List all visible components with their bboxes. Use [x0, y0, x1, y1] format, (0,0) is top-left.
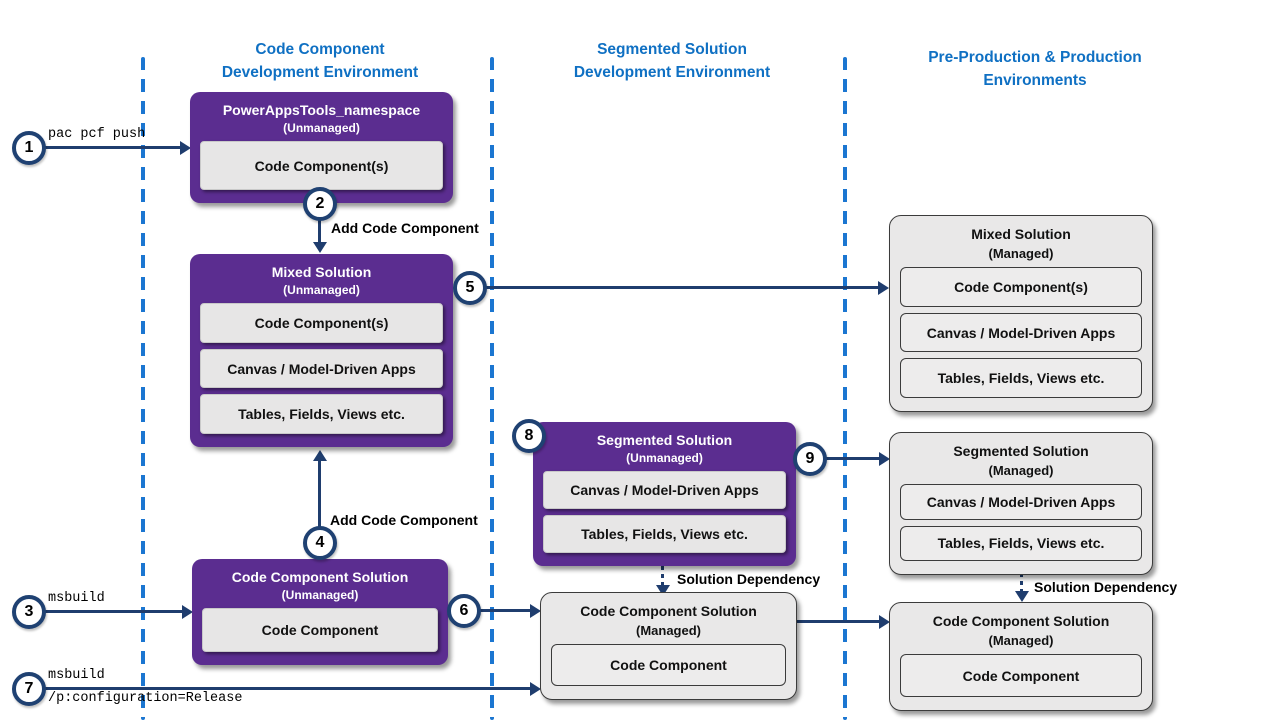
column-separator-line: [843, 57, 847, 720]
column-separator-line: [490, 57, 494, 720]
msbuild-label: msbuild: [48, 591, 105, 606]
box-title: Code Component Solution: [932, 613, 1110, 629]
step-5-badge: 5: [453, 271, 487, 305]
code-component-solution-unmanaged-box: Code Component Solution (Unmanaged) Code…: [192, 559, 448, 665]
box-item-code-component: Code Component: [551, 644, 786, 686]
box-subtitle: (Managed): [988, 463, 1054, 478]
solution-dependency-label-right: Solution Dependency: [1034, 579, 1178, 595]
arrow-msbuild: [44, 604, 193, 619]
pac-pcf-push-label: pac pcf push: [48, 127, 146, 142]
box-item-code-component: Code Component: [900, 654, 1142, 697]
msbuild-release-label-line1: msbuild: [48, 668, 105, 683]
column-separator-line: [141, 57, 145, 720]
box-subtitle: (Managed): [988, 633, 1054, 648]
box-item-code-component: Code Component: [202, 608, 438, 652]
arrow-add-code-component-up: [312, 450, 327, 559]
arrow-deploy-cc-solution: [797, 614, 890, 629]
header-line: Environments: [983, 72, 1087, 89]
powerapps-tools-namespace-box: PowerAppsTools_namespace (Unmanaged) Cod…: [190, 92, 453, 203]
header-line: Segmented Solution: [597, 41, 747, 58]
code-component-solution-managed-mid-box: Code Component Solution (Managed) Code C…: [540, 592, 797, 700]
box-item-tables-fields-views: Tables, Fields, Views etc.: [900, 358, 1142, 399]
step-4-badge: 4: [303, 526, 337, 560]
arrow-export-mixed-solution: [486, 280, 889, 295]
msbuild-release-label-line2: /p:configuration=Release: [48, 691, 243, 706]
box-item-canvas-model-apps: Canvas / Model-Driven Apps: [200, 348, 443, 389]
step-2-badge: 2: [303, 187, 337, 221]
box-item-code-components: Code Component(s): [200, 303, 443, 343]
box-subtitle: (Unmanaged): [626, 451, 703, 465]
arrow-pac-pcf-push: [44, 140, 191, 155]
arrow-solution-dependency-mid: [655, 566, 670, 596]
box-title: PowerAppsTools_namespace: [222, 102, 421, 118]
column-header-code-component-dev: Code Component Development Environment: [160, 38, 480, 84]
add-code-component-label-bottom: Add Code Component: [330, 512, 478, 528]
header-line: Code Component: [255, 41, 385, 58]
header-line: Development Environment: [221, 64, 419, 81]
solution-dependency-label-mid: Solution Dependency: [677, 571, 821, 587]
arrow-add-code-component-down: [312, 219, 327, 253]
box-subtitle: (Unmanaged): [283, 121, 360, 135]
box-item-tables-fields-views: Tables, Fields, Views etc.: [200, 394, 443, 435]
column-header-preprod-prod: Pre-Production & Production Environments: [875, 46, 1195, 92]
box-title: Mixed Solution: [271, 264, 372, 280]
box-title: Mixed Solution: [971, 226, 1071, 242]
code-component-solution-managed-right-box: Code Component Solution (Managed) Code C…: [889, 602, 1153, 711]
box-item-canvas-model-apps: Canvas / Model-Driven Apps: [900, 312, 1142, 353]
add-code-component-label-top: Add Code Component: [331, 220, 479, 236]
box-item-code-components: Code Component(s): [900, 267, 1142, 307]
box-title: Segmented Solution: [953, 443, 1089, 459]
step-1-badge: 1: [12, 131, 46, 165]
box-subtitle: (Managed): [988, 246, 1054, 261]
box-title: Code Component Solution: [580, 603, 757, 619]
box-subtitle: (Unmanaged): [283, 283, 360, 297]
box-subtitle: (Unmanaged): [281, 588, 359, 602]
segmented-solution-unmanaged-box: Segmented Solution (Unmanaged) Canvas / …: [533, 422, 796, 566]
box-title: Code Component Solution: [231, 569, 409, 585]
box-item-canvas-model-apps: Canvas / Model-Driven Apps: [900, 484, 1142, 520]
box-item-canvas-model-apps: Canvas / Model-Driven Apps: [543, 471, 786, 509]
step-6-badge: 6: [447, 594, 481, 628]
header-line: Pre-Production & Production: [928, 49, 1142, 66]
box-item-tables-fields-views: Tables, Fields, Views etc.: [900, 525, 1142, 561]
arrow-export-cc-solution: [480, 603, 541, 618]
step-9-badge: 9: [793, 442, 827, 476]
box-item-tables-fields-views: Tables, Fields, Views etc.: [543, 515, 786, 553]
column-header-segmented-dev: Segmented Solution Development Environme…: [512, 38, 832, 84]
step-3-badge: 3: [12, 595, 46, 629]
box-subtitle: (Managed): [636, 623, 701, 638]
step-7-badge: 7: [12, 672, 46, 706]
mixed-solution-managed-box: Mixed Solution (Managed) Code Component(…: [889, 215, 1153, 412]
header-line: Development Environment: [573, 64, 771, 81]
arrow-solution-dependency-right: [1014, 565, 1029, 602]
mixed-solution-unmanaged-box: Mixed Solution (Unmanaged) Code Componen…: [190, 254, 453, 447]
arrow-deploy-segmented-solution: [826, 451, 890, 466]
arrow-msbuild-release: [44, 681, 541, 696]
box-title: Segmented Solution: [596, 432, 733, 448]
segmented-solution-managed-box: Segmented Solution (Managed) Canvas / Mo…: [889, 432, 1153, 575]
box-item-code-components: Code Component(s): [200, 141, 443, 190]
step-8-badge: 8: [512, 419, 546, 453]
